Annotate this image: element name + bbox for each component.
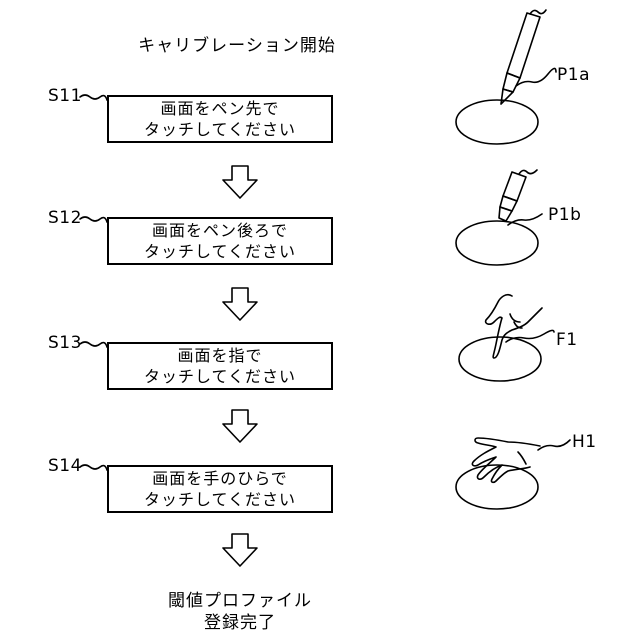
- leader-h1: [538, 440, 570, 450]
- hand-outline: [486, 295, 542, 358]
- pen-cable: [519, 170, 537, 174]
- touch-surface-ellipse: [456, 100, 538, 144]
- down-arrow-1: [223, 166, 257, 198]
- down-arrow-4: [223, 534, 257, 566]
- down-arrow-3: [223, 410, 257, 442]
- leader-s14: [80, 465, 107, 470]
- pen-back-end: [500, 196, 517, 211]
- leader-s11: [80, 95, 107, 100]
- pen-back-cap: [499, 207, 512, 221]
- pen-cable: [530, 10, 546, 14]
- hand-outline: [472, 438, 540, 482]
- touch-surface-ellipse: [459, 337, 541, 381]
- down-arrow-2: [223, 288, 257, 320]
- finger-knuckle-line: [510, 314, 520, 322]
- leader-s12: [80, 217, 107, 222]
- leader-s13: [80, 342, 107, 347]
- leader-f1: [506, 330, 554, 342]
- pen-tip-touch-illustration: [456, 10, 556, 144]
- pen-back-touch-illustration: [456, 170, 542, 265]
- finger-knuckle-line: [514, 322, 522, 328]
- hand-palm-crease: [518, 452, 526, 464]
- palm-touch-illustration: [456, 438, 570, 509]
- touch-surface-ellipse: [456, 221, 538, 265]
- pen-body: [507, 13, 540, 78]
- finger-touch-illustration: [459, 295, 554, 381]
